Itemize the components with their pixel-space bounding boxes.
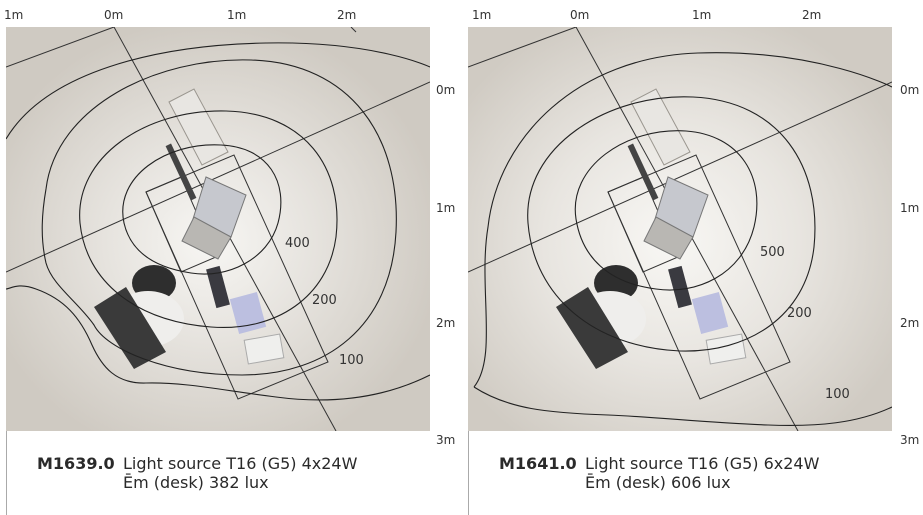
- x-tick: 1m: [472, 8, 492, 22]
- y-tick: 0m: [900, 83, 920, 97]
- office-floor-photo: 500 200 100: [468, 27, 892, 431]
- office-floor-photo: 400 200 100: [6, 27, 430, 431]
- isolux-diagram: 500 200 100: [468, 27, 892, 431]
- illuminance-text: Ēm (desk) 606 lux: [585, 473, 731, 492]
- isolux-contours: [6, 42, 430, 401]
- contour-label: 100: [339, 353, 364, 368]
- furniture: [94, 88, 285, 369]
- caption: M1639.0 Light source T16 (G5) 4x24W Ēm (…: [6, 431, 431, 515]
- model-number: M1639.0: [37, 454, 115, 473]
- light-source-text: Light source T16 (G5) 6x24W: [585, 454, 820, 473]
- contour-label: 500: [760, 245, 785, 260]
- contour-label: 200: [787, 306, 812, 321]
- y-tick: 2m: [436, 316, 456, 330]
- y-tick: 2m: [900, 316, 920, 330]
- furniture: [556, 88, 747, 369]
- isolux-contours: [473, 52, 892, 427]
- contour-label: 100: [825, 387, 850, 402]
- x-tick: 1m: [4, 8, 24, 22]
- y-tick: 1m: [900, 201, 920, 215]
- y-tick: 3m: [900, 433, 920, 447]
- y-tick: 1m: [436, 201, 456, 215]
- x-tick: 2m: [337, 8, 357, 22]
- isolux-panel-m1641: 1m 0m 1m 2m 0m 1m 2m 3m: [462, 0, 922, 515]
- y-tick: 3m: [436, 433, 456, 447]
- isolux-panel-m1639: 1m 0m 1m 2m 0m 1m 2m 3m: [0, 0, 460, 515]
- x-tick: 1m: [227, 8, 247, 22]
- x-tick: 1m: [692, 8, 712, 22]
- x-tick: 0m: [104, 8, 124, 22]
- illuminance-text: Ēm (desk) 382 lux: [123, 473, 269, 492]
- contour-label: 400: [285, 236, 310, 251]
- isolux-diagram: 400 200 100: [6, 27, 430, 431]
- contour-label: 200: [312, 293, 337, 308]
- x-tick: 0m: [570, 8, 590, 22]
- caption: M1641.0 Light source T16 (G5) 6x24W Ēm (…: [468, 431, 893, 515]
- y-tick: 0m: [436, 83, 456, 97]
- light-source-text: Light source T16 (G5) 4x24W: [123, 454, 358, 473]
- x-tick: 2m: [802, 8, 822, 22]
- model-number: M1641.0: [499, 454, 577, 473]
